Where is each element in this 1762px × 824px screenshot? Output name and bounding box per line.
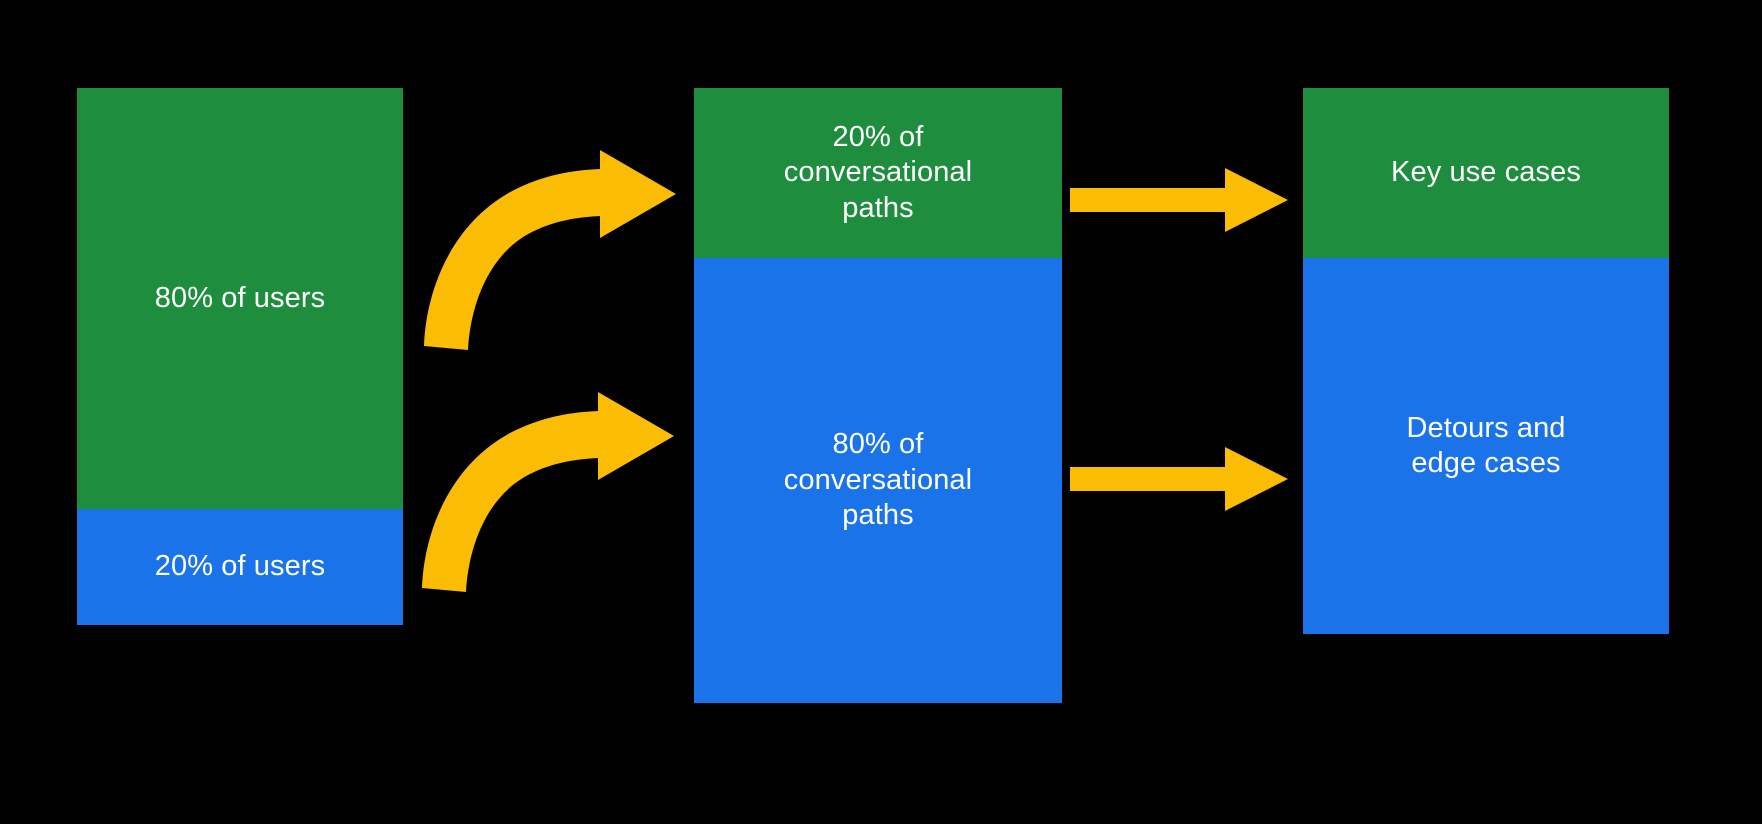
- segment-paths-minority-label: 20% of conversational paths: [783, 120, 973, 224]
- column-users: 80% of users 20% of users: [77, 88, 403, 625]
- segment-users-majority-label: 80% of users: [154, 281, 326, 314]
- curved-arrow-users-to-paths-bottom-icon: [422, 392, 674, 592]
- segment-users-minority: 20% of users: [77, 509, 403, 625]
- segment-outcome-key-use-cases-label: Key use cases: [1391, 156, 1581, 189]
- curved-arrow-users-to-paths-top-icon: [424, 150, 676, 350]
- straight-arrow-paths-to-detours-icon: [1070, 447, 1288, 511]
- column-outcomes: Key use cases Detours and edge cases: [1303, 88, 1669, 634]
- segment-outcome-key-use-cases: Key use cases: [1303, 88, 1669, 258]
- segment-users-minority-label: 20% of users: [154, 550, 326, 583]
- segment-outcome-detours-label: Detours and edge cases: [1406, 411, 1566, 479]
- segment-users-majority: 80% of users: [77, 88, 403, 509]
- straight-arrow-paths-to-key-use-cases-icon: [1070, 168, 1288, 232]
- segment-paths-minority: 20% of conversational paths: [694, 88, 1062, 258]
- segment-paths-majority: 80% of conversational paths: [694, 258, 1062, 703]
- column-conversational-paths: 20% of conversational paths 80% of conve…: [694, 88, 1062, 703]
- segment-outcome-detours: Detours and edge cases: [1303, 258, 1669, 634]
- segment-paths-majority-label: 80% of conversational paths: [783, 428, 973, 532]
